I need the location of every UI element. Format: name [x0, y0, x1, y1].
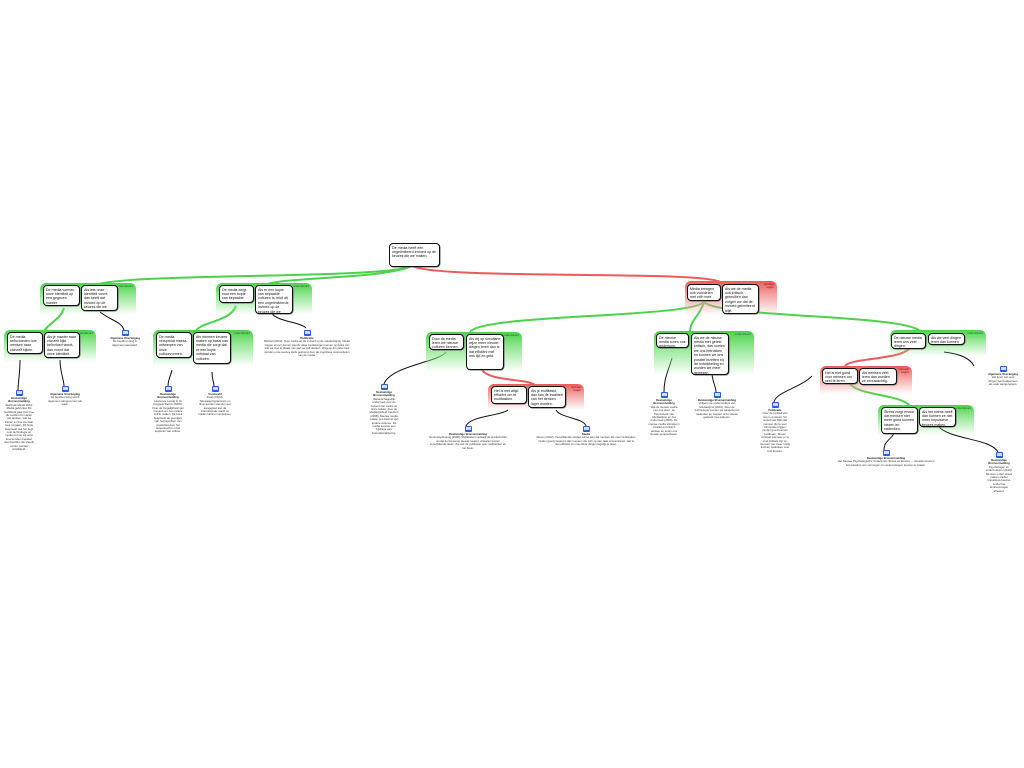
- co-premise-box[interactable]: Als je manier naar zichzelf kijkt beïnvl…: [44, 332, 80, 358]
- reason-box[interactable]: De nieuwe media leren ons veel dingen.: [891, 333, 926, 349]
- publication-icon: [771, 402, 779, 408]
- reason-box[interactable]: De media beïnvloeden hoe mensen naar zic…: [7, 332, 43, 354]
- root-claim[interactable]: De media heeft een ongelimiteerd invloed…: [389, 243, 440, 267]
- group-tag: spreekt tegen: [899, 367, 909, 374]
- evidence-source[interactable]: Publicatie Over de invloed van leren op …: [760, 402, 790, 453]
- expert-icon: [15, 390, 23, 396]
- study-icon: [582, 426, 590, 432]
- co-premise-box[interactable]: Als we de nieuwe media met geleid kritis…: [691, 333, 729, 375]
- evidence-source[interactable]: Deskundige Bronvermelding Wat de nieuwe …: [648, 392, 680, 436]
- co-premise-box[interactable]: Als er een kopie van bepaalde culturen i…: [255, 285, 293, 314]
- expert-icon: [164, 386, 172, 392]
- reason-box[interactable]: De media verspreidt massa-ontwerpen van …: [156, 332, 192, 358]
- evidence-source[interactable]: Deskundige Bronvermelding Psychologen en…: [984, 452, 1014, 493]
- co-premise-box[interactable]: Als mensen veel leren dan worden ze zenu…: [859, 368, 897, 385]
- group-tag: ondersteunt: [77, 331, 93, 335]
- evidence-source[interactable]: Deskundige Bronvermelding Neuropsycholoo…: [428, 426, 508, 450]
- evidence-source[interactable]: Deskundige Bronvermelding Het Nieuwe Psy…: [836, 450, 936, 467]
- reason-box[interactable]: De nieuwe media tonen ons andersom.: [656, 333, 689, 348]
- expert-icon: [882, 450, 890, 456]
- reason-box[interactable]: De media zorgt voor een kopie van bepaal…: [219, 285, 254, 303]
- group-tag: spreekt tegen: [571, 385, 581, 392]
- expert-icon: [380, 384, 388, 390]
- expert-icon: [995, 452, 1003, 458]
- co-premise-box[interactable]: Als we veel dingen leren dan kunnen we m…: [928, 333, 965, 345]
- group-tag: ondersteunt: [117, 284, 133, 288]
- co-premise-box[interactable]: Als iets onze identiteit vormt, dan heef…: [81, 285, 118, 311]
- group-tag: ondersteunt: [967, 331, 983, 335]
- objection-box[interactable]: Het is niet goed voor mensen om veel te …: [822, 368, 858, 384]
- group-tag: ondersteunt: [293, 284, 309, 288]
- evidence-source[interactable]: Publicatie Mitchell (2012): Over media e…: [262, 330, 352, 357]
- co-premise-box[interactable]: Als wij op simultane wijze meer nieuwe d…: [466, 334, 504, 370]
- belief-icon: [61, 386, 69, 392]
- objection-box[interactable]: Het is niet altijd efficiënt om te multi…: [491, 386, 527, 404]
- co-premise-box[interactable]: Als mensen keuzes maken op basis van med…: [193, 332, 231, 364]
- evidence-source[interactable]: Deskundige Bronvermelding Jaarboek Media…: [4, 390, 34, 452]
- group-tag: ondersteunt: [234, 331, 250, 335]
- evidence-source[interactable]: Algemene Overtuiging De beeldvorming is …: [108, 330, 142, 347]
- group-tag: ondersteunt: [955, 406, 971, 410]
- publication-icon: [303, 330, 311, 336]
- group-tag: spreekt tegen: [764, 282, 774, 289]
- evidence-source[interactable]: Deskundige Bronvermelding Lawrence Lessi…: [152, 386, 184, 434]
- expert-icon: [713, 392, 721, 398]
- link-g3-g3a: [469, 301, 705, 333]
- link-root-g3: [411, 265, 721, 283]
- group-tag: ondersteunt: [503, 333, 519, 337]
- example-icon: [211, 386, 219, 392]
- co-premise-box[interactable]: Als je multitaskt, dan kan de kwaliteit …: [528, 386, 566, 408]
- reason-box[interactable]: Stress zorgt ervoor dat mensen niet meer…: [881, 407, 918, 434]
- co-premise-box[interactable]: Als we de media ook kritisch gebruiken d…: [722, 284, 759, 314]
- evidence-source[interactable]: Voorbeeld Zoals (2013): Televisieprogram…: [198, 386, 232, 417]
- group-tag: ondersteunt: [735, 332, 751, 336]
- belief-icon: [121, 330, 129, 336]
- evidence-source[interactable]: Deskundige Bronvermelding Volgens de ond…: [694, 392, 740, 419]
- evidence-source[interactable]: Algemene Overtuiging De beeldvorming wor…: [48, 386, 82, 407]
- reason-box[interactable]: Door de media leren we nieuwe culturen k…: [429, 334, 464, 350]
- co-premise-box[interactable]: Als het stress heeft dan kunnen ze niet …: [919, 407, 956, 427]
- evidence-source[interactable]: Algemene Overtuiging Het leren van veel …: [988, 366, 1018, 387]
- belief-icon: [999, 366, 1007, 372]
- objection-box[interactable]: Media brengen ook voordelen met zich mee…: [687, 284, 721, 301]
- reason-box[interactable]: De media vormen onze identiteit op een g…: [43, 285, 80, 306]
- expert-icon: [464, 426, 472, 432]
- expert-icon: [660, 392, 668, 398]
- evidence-source[interactable]: Deskundige Bronvermelding Wetenschappeli…: [368, 384, 400, 435]
- evidence-source[interactable]: Studie Rosen (2012): Verschillende studi…: [536, 426, 636, 447]
